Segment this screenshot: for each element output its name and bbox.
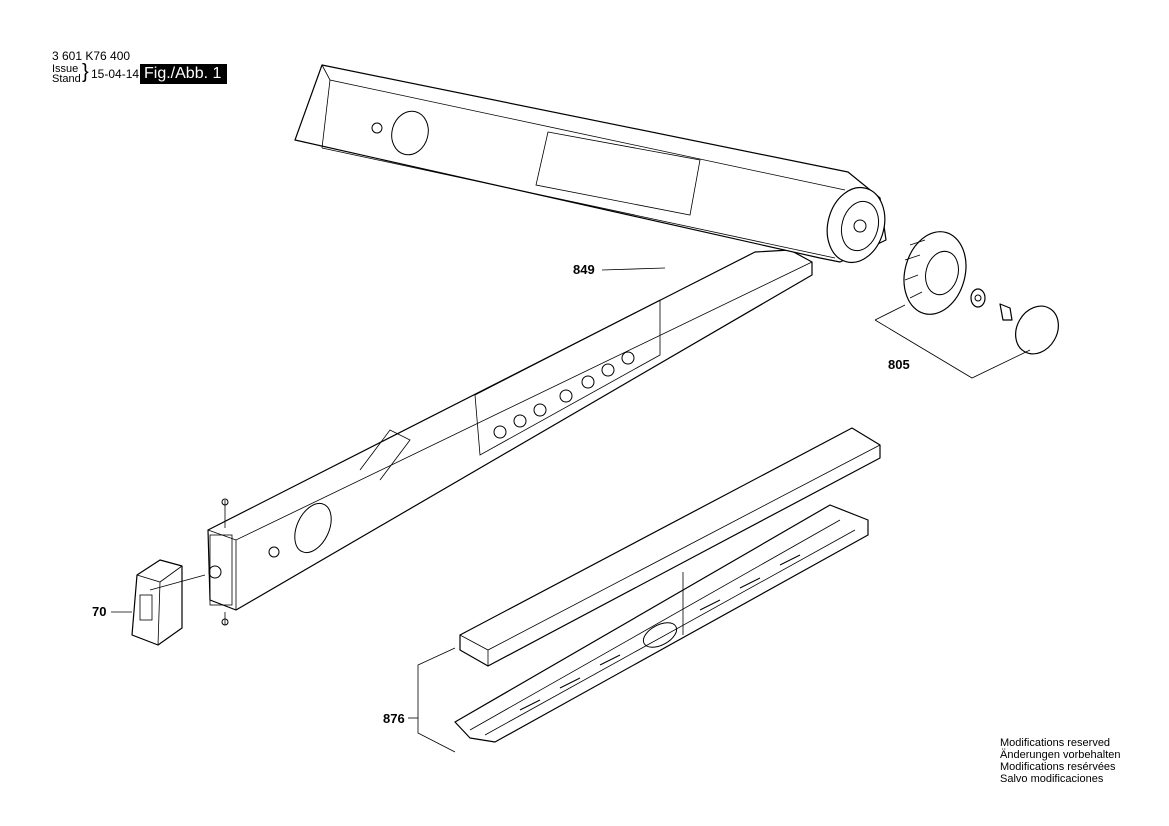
issue-stand-label: Issue Stand (52, 63, 81, 85)
note-fr: Modifications resérvées (1000, 761, 1116, 773)
part-label-70: 70 (92, 604, 107, 619)
part-label-876: 876 (383, 711, 405, 726)
note-en: Modifications reserved (1000, 737, 1111, 749)
part-805-knob-assembly (903, 231, 1059, 355)
issue-label: Issue (52, 63, 79, 75)
figure-label: Fig./Abb. 1 (140, 64, 228, 84)
part-70-end-cap (131, 559, 183, 646)
note-es: Salvo modificaciones (1000, 773, 1104, 785)
part-876-cover (459, 427, 881, 667)
issue-date: 15-04-14 (91, 67, 140, 81)
part-876-tray (454, 504, 869, 743)
brace-glyph: } (82, 61, 89, 83)
part-849-upper-arm (294, 64, 887, 264)
part-label-849: 849 (573, 262, 595, 277)
part-849-lower-arm (207, 249, 813, 626)
leader-lines (111, 267, 1031, 753)
note-de: Änderungen vorbehalten (1000, 749, 1121, 761)
modifications-notice: Modifications reserved Änderungen vorbeh… (1000, 737, 1120, 785)
stand-label: Stand (52, 73, 81, 85)
document-number: 3 601 K76 400 (52, 49, 131, 63)
part-label-805: 805 (888, 357, 910, 372)
